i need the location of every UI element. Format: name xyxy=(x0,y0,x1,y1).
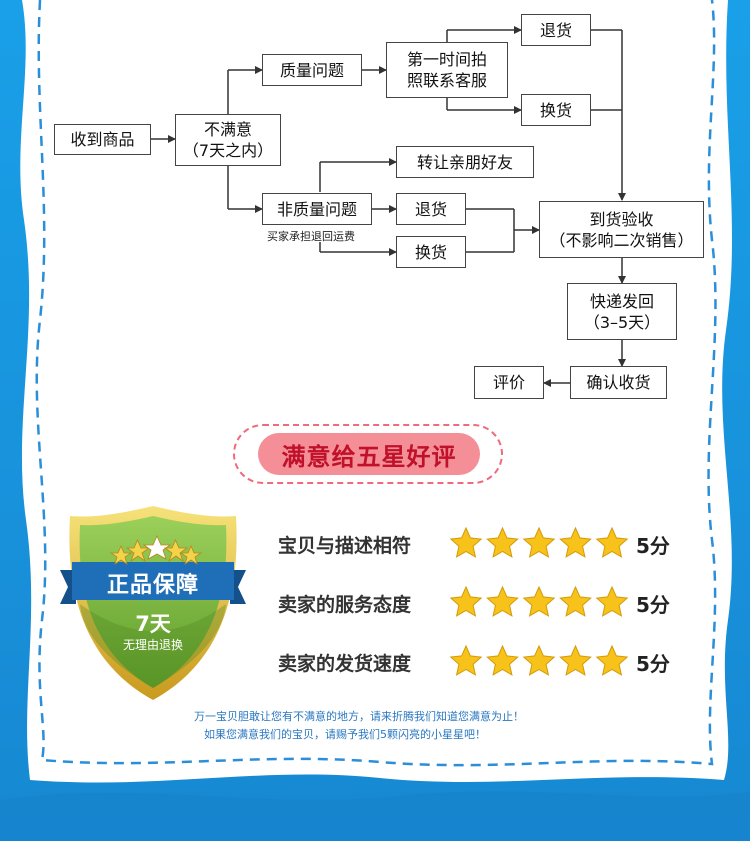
star-icon xyxy=(559,585,592,617)
guarantee-badge xyxy=(60,506,246,700)
contact-service-box: 第一时间拍 照联系客服 xyxy=(386,42,508,98)
star-icon xyxy=(595,585,628,617)
receive-goods-box: 收到商品 xyxy=(54,124,151,155)
star-icon xyxy=(486,644,519,676)
star-icon xyxy=(522,585,556,617)
bottom-wave xyxy=(0,791,750,841)
dissatisfied-box: 不满意 （7天之内） xyxy=(175,114,281,166)
star-icon xyxy=(450,644,483,676)
star-icon xyxy=(595,644,628,676)
rating-stars-service xyxy=(450,585,628,617)
star-icon xyxy=(595,526,628,558)
star-icon xyxy=(450,526,483,558)
footer-line-2: 如果您满意我们的宝贝，请赐予我们5颗闪亮的小星星吧！ xyxy=(204,728,486,741)
star-icon xyxy=(522,526,556,558)
star-icon xyxy=(450,585,483,617)
confirm-receipt-box: 确认收货 xyxy=(570,366,667,399)
arrival-check-box: 到货验收 （不影响二次销售） xyxy=(539,201,704,258)
badge-days: 7天 xyxy=(135,612,171,636)
buyer-pays-note: 买家承担退回运费 xyxy=(267,230,355,243)
five-star-banner: 满意给五星好评 xyxy=(258,433,480,475)
exchange-mid-box: 换货 xyxy=(396,236,466,268)
rating-stars-description xyxy=(450,526,628,558)
rating-stars-shipping xyxy=(450,644,628,676)
rating-score-shipping: 5分 xyxy=(636,652,670,676)
return-top-box: 退货 xyxy=(521,14,591,46)
star-icon xyxy=(522,644,556,676)
star-icon xyxy=(486,526,519,558)
star-icon xyxy=(559,644,592,676)
return-mid-box: 退货 xyxy=(396,193,466,225)
rating-score-description: 5分 xyxy=(636,534,670,558)
express-back-box: 快递发回 （3–5天） xyxy=(567,283,677,340)
dashed-border xyxy=(35,0,717,767)
star-icon xyxy=(486,585,519,617)
footer-line-1: 万一宝贝胆敢让您有不满意的地方，请来折腾我们知道您满意为止！ xyxy=(194,710,524,723)
transfer-friends-box: 转让亲朋好友 xyxy=(396,146,534,178)
badge-subtitle: 无理由退换 xyxy=(122,638,183,652)
quality-issue-box: 质量问题 xyxy=(262,54,362,86)
non-quality-box: 非质量问题 xyxy=(262,193,372,225)
rating-label-shipping: 卖家的发货速度 xyxy=(278,653,412,675)
star-icon xyxy=(559,526,592,558)
badge-title: 正品保障 xyxy=(106,573,199,598)
review-box: 评价 xyxy=(474,366,544,399)
rating-label-description: 宝贝与描述相符 xyxy=(278,535,412,557)
exchange-top-box: 换货 xyxy=(521,94,591,126)
rating-label-service: 卖家的服务态度 xyxy=(278,594,412,616)
rating-score-service: 5分 xyxy=(636,593,670,617)
